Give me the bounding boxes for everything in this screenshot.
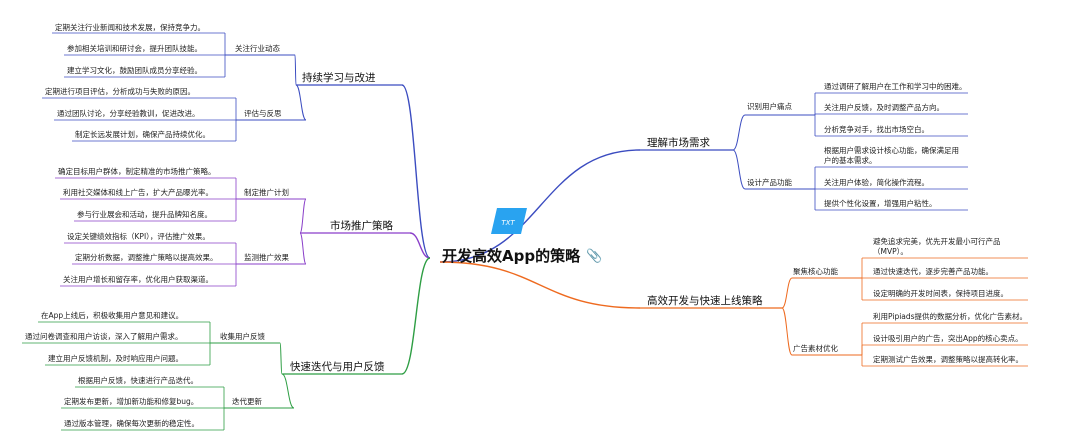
leaf-item[interactable]: 关注用户体验，简化操作流程。 (824, 178, 929, 187)
paperclip-icon[interactable]: 📎 (586, 249, 603, 264)
leaf-item[interactable]: 定期测试广告效果，调整策略以提高转化率。 (873, 355, 1023, 364)
leaf-item[interactable]: 通过版本管理，确保每次更新的稳定性。 (64, 419, 199, 428)
branch-marketing[interactable]: 市场推广策略 (330, 220, 393, 232)
leaf-item[interactable]: 设定关键绩效指标（KPI），评估推广效果。 (67, 232, 210, 241)
branch-connector (401, 84, 431, 259)
app-logo-icon: TXT (487, 206, 531, 236)
central-topic[interactable]: 开发高效App的策略 📎 (442, 249, 602, 264)
leaf-item[interactable]: 关注用户反馈，及时调整产品方向。 (824, 103, 944, 112)
leaf-item[interactable]: 参加相关培训和研讨会，提升团队技能。 (67, 44, 202, 53)
sub-connector (299, 198, 307, 234)
leaf-item[interactable]: 确定目标用户群体，制定精准的市场推广策略。 (58, 167, 216, 176)
sub-connector (732, 114, 746, 151)
branch-iteration-feedback[interactable]: 快速迭代与用户反馈 (290, 361, 385, 373)
leaf-item[interactable]: 建立学习文化，鼓励团队成员分享经验。 (67, 66, 202, 75)
leaf-item[interactable]: 根据用户反馈，快速进行产品迭代。 (78, 376, 198, 385)
leaf-item[interactable]: 参与行业展会和活动，提升品牌知名度。 (77, 210, 212, 219)
branch-connector (439, 261, 641, 309)
leaf-item[interactable]: 在App上线后，积极收集用户意见和建议。 (41, 311, 184, 320)
leaf-item[interactable]: 定期关注行业新闻和技术发展，保持竞争力。 (55, 23, 205, 32)
leaf-item[interactable]: 定期发布更新，增加新功能和修复bug。 (64, 397, 199, 406)
leaf-item[interactable]: 通过调研了解用户在工作和学习中的困难。 (824, 82, 967, 91)
topic-evaluate-reflect[interactable]: 评估与反思 (244, 109, 282, 118)
leaf-item[interactable]: 避免追求完美，优先开发最小可行产品（MVP）。 (873, 237, 1001, 257)
branch-continuous-learning[interactable]: 持续学习与改进 (302, 72, 376, 84)
leaf-item[interactable]: 提供个性化设置，增强用户粘性。 (824, 199, 937, 208)
branch-understand-market[interactable]: 理解市场需求 (647, 137, 710, 149)
leaf-item[interactable]: 利用社交媒体和线上广告，扩大产品曝光率。 (63, 188, 213, 197)
leaf-item[interactable]: 通过快速迭代，逐步完善产品功能。 (873, 267, 993, 276)
leaf-item[interactable]: 设定明确的开发时间表，保持项目进度。 (873, 289, 1008, 298)
topic-design-features[interactable]: 设计产品功能 (747, 178, 792, 187)
sub-connector (732, 149, 746, 190)
topic-monitor-effect[interactable]: 监测推广效果 (244, 253, 289, 262)
sub-connector (294, 54, 297, 86)
leaf-item[interactable]: 通过问卷调查和用户访谈，深入了解用户需求。 (25, 332, 183, 341)
leaf-item[interactable]: 建立用户反馈机制，及时响应用户问题。 (48, 354, 183, 363)
topic-industry-trends[interactable]: 关注行业动态 (235, 44, 280, 53)
leaf-item[interactable]: 设计吸引用户的广告，突出App的核心卖点。 (873, 334, 1023, 343)
sub-connector (279, 342, 283, 375)
topic-collect-feedback[interactable]: 收集用户反馈 (220, 332, 265, 341)
leaf-item[interactable]: 定期进行项目评估，分析成功与失败的原因。 (45, 87, 195, 96)
leaf-item[interactable]: 制定长远发展计划，确保产品持续优化。 (75, 130, 210, 139)
leaf-item[interactable]: 利用Pipiads提供的数据分析，优化广告素材。 (873, 312, 1028, 321)
topic-promotion-plan[interactable]: 制定推广计划 (244, 188, 289, 197)
topic-identify-pain-points[interactable]: 识别用户痛点 (747, 102, 792, 111)
leaf-item[interactable]: 根据用户需求设计核心功能，确保满足用户的基本需求。 (824, 146, 959, 166)
branch-connector (401, 257, 431, 375)
central-topic-label: 开发高效App的策略 (442, 247, 581, 265)
leaf-item[interactable]: 定期分析数据，调整推广策略以提高效果。 (75, 253, 218, 262)
sub-connector (299, 232, 307, 265)
branch-efficient-dev[interactable]: 高效开发与快速上线策略 (647, 295, 763, 307)
leaf-item[interactable]: 关注用户增长和留存率，优化用户获取渠道。 (63, 275, 213, 284)
leaf-item[interactable]: 分析竞争对手，找出市场空白。 (824, 125, 929, 134)
sub-connector (295, 84, 307, 121)
sub-connector (781, 277, 793, 309)
sub-connector (281, 373, 295, 409)
branch-connector (409, 232, 431, 259)
topic-iteration-update[interactable]: 迭代更新 (232, 397, 262, 406)
logo-text: TXT (501, 219, 515, 227)
topic-focus-core[interactable]: 聚焦核心功能 (793, 267, 838, 276)
sub-connector (781, 307, 793, 356)
topic-ad-optimization[interactable]: 广告素材优化 (793, 344, 838, 353)
branch-connector (439, 149, 641, 263)
leaf-item[interactable]: 通过团队讨论，分享经验教训，促进改进。 (57, 109, 200, 118)
logo-shape (491, 208, 527, 234)
